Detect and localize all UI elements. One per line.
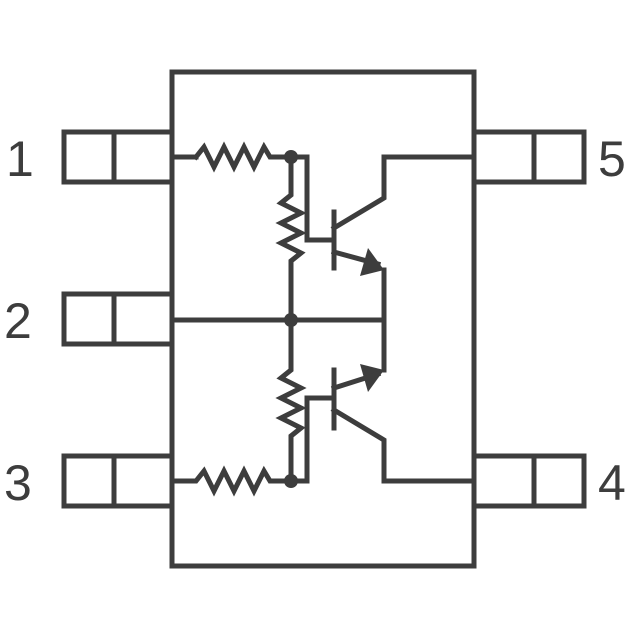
wire-base-bottom [288, 395, 337, 484]
junction-bottom [284, 474, 298, 488]
transistor-bottom-collector [330, 406, 477, 484]
resistor-r2 [275, 154, 307, 323]
resistor-r1 [192, 141, 294, 173]
pin-pad-1 [61, 129, 175, 185]
wire-base-top [288, 154, 337, 243]
pin-label-4: 4 [598, 455, 626, 511]
pin-label-5: 5 [598, 131, 626, 187]
pin-label-3: 3 [4, 455, 32, 511]
pin-pad-4 [471, 453, 587, 509]
pin-label-2: 2 [4, 293, 32, 349]
resistor-r3 [275, 317, 307, 484]
transistor-top-collector [330, 154, 477, 232]
pin-pad-2 [61, 291, 175, 347]
resistor-r4 [169, 465, 294, 497]
transistor-top-arrow [360, 248, 384, 276]
transistor-bottom-emitter [330, 370, 382, 392]
pin-label-1: 1 [6, 131, 34, 187]
pin-pad-5 [471, 129, 587, 185]
pin-pad-3 [61, 453, 175, 509]
